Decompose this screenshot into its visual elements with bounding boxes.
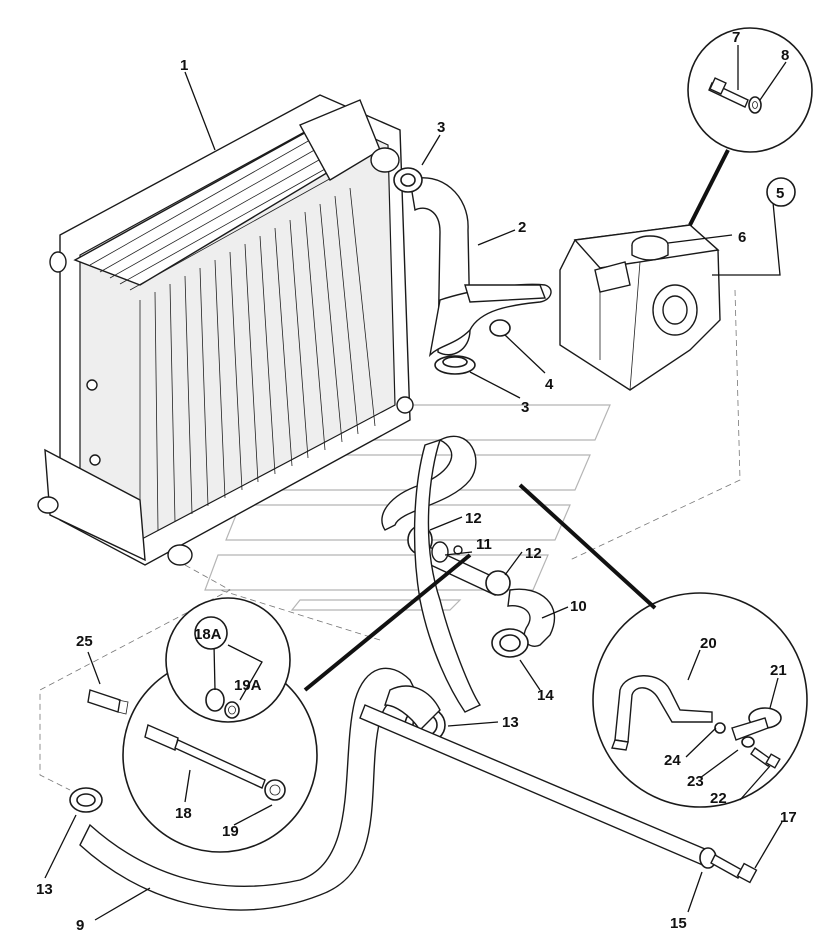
label-25: 25 [76, 633, 93, 650]
label-12-upper: 12 [465, 510, 482, 527]
expansion-tank [559, 224, 721, 391]
label-22: 22 [710, 790, 727, 807]
part-labels: 1 2 3 3 4 5 6 7 8 9 10 11 12 12 13 13 14… [36, 29, 797, 934]
label-7: 7 [732, 29, 740, 46]
label-5: 5 [776, 185, 784, 202]
callout-5-circle [766, 177, 796, 207]
label-4: 4 [545, 376, 554, 393]
detail-callout-bolt-washer [687, 27, 813, 226]
label-18: 18 [175, 805, 192, 822]
label-12-lower: 12 [525, 545, 542, 562]
label-14: 14 [537, 687, 554, 704]
hose-clamp-14 [491, 628, 529, 658]
label-18a: 18A [194, 626, 222, 643]
label-24: 24 [664, 752, 681, 769]
label-19: 19 [222, 823, 239, 840]
hose-clamp-4 [489, 319, 511, 337]
detail-callout-bracket [518, 483, 808, 808]
radiator [37, 94, 414, 566]
label-3-upper: 3 [437, 119, 445, 136]
tank-cap-6 [631, 235, 669, 261]
label-2: 2 [518, 219, 526, 236]
label-11: 11 [476, 536, 492, 553]
label-20: 20 [700, 635, 717, 652]
upper-hose [409, 177, 552, 358]
label-15: 15 [670, 915, 687, 932]
label-8: 8 [781, 47, 789, 64]
label-9: 9 [76, 917, 84, 934]
leader-lines [44, 45, 787, 921]
label-10: 10 [570, 598, 587, 615]
label-13-lower: 13 [36, 881, 53, 898]
label-3-lower: 3 [521, 399, 529, 416]
label-17: 17 [780, 809, 797, 826]
label-23: 23 [687, 773, 704, 790]
connector-25 [87, 689, 129, 715]
hose-clamp-3-upper [393, 167, 423, 193]
bleed-pipe [359, 704, 717, 869]
label-13-upper: 13 [502, 714, 519, 731]
hose-clamp-13-lower [69, 787, 103, 813]
label-19a: 19A [234, 677, 262, 694]
label-6: 6 [738, 229, 746, 246]
assembly-guide-lines [39, 289, 741, 791]
callout-18a-circle [194, 616, 228, 650]
hose-clamp-3-lower [434, 355, 476, 375]
bolt-17 [710, 854, 758, 884]
label-1: 1 [180, 57, 188, 74]
label-21: 21 [770, 662, 787, 679]
